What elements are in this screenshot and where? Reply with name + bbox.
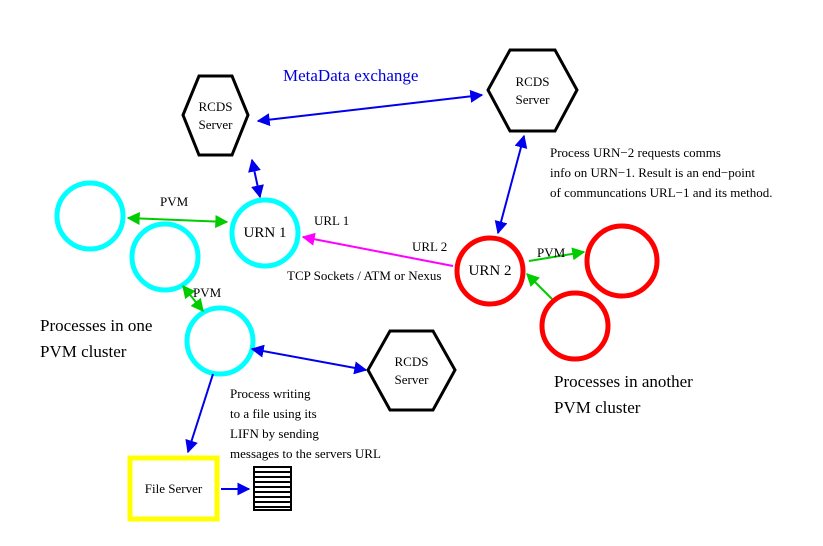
cluster-left-label: Processes in one PVM cluster — [40, 313, 152, 365]
arrow-pvm-right-out — [528, 247, 586, 262]
pvm-process-circle-left-1 — [54, 180, 126, 252]
pvm-process-circle-right-2 — [539, 290, 611, 362]
file-server-label: File Server — [144, 480, 203, 496]
comms-note-line1: Process URN−2 requests comms — [550, 145, 721, 160]
rcds-label-top-left: RCDS Server — [183, 76, 248, 155]
disk-icon — [253, 466, 292, 511]
comms-note-line3: of communcations URL−1 and its method. — [550, 185, 773, 200]
rcds-label-top-right-line2: Server — [515, 91, 550, 107]
rcds-label-top-left-line1: RCDS — [198, 98, 233, 114]
arrow-urn1-rcds — [248, 158, 264, 199]
cluster-right-label: Processes in another PVM cluster — [554, 369, 693, 421]
arrow-process-fileserver — [185, 373, 214, 454]
arrow-url-link-urn2-urn1 — [301, 232, 454, 267]
url1-label: URL 1 — [314, 213, 350, 228]
comms-note-line2: info on URN−1. Result is an end−point — [550, 165, 755, 180]
rcds-label-top-right: RCDS Server — [488, 50, 577, 131]
rcds-server-hex-bottom — [366, 329, 457, 412]
urn2-label: URN 2 — [468, 262, 512, 279]
urn1-node-circle — [229, 197, 301, 269]
file-write-note-line2: to a file using its — [230, 406, 317, 421]
arrow-pvm-right-in — [526, 273, 553, 300]
pvm-process-circle-left-3 — [184, 305, 256, 377]
arrow-pvm-mid — [182, 284, 204, 313]
comms-note: Process URN−2 requests comms info on URN… — [550, 143, 773, 203]
pvm-process-circle-left-2 — [129, 221, 201, 293]
file-write-note-line4: messages to the servers URL — [230, 446, 381, 461]
rcds-server-hex-top-right — [486, 48, 579, 133]
arrow-metadata-exchange — [256, 89, 484, 127]
file-server-box — [127, 455, 220, 522]
rcds-label-bottom-line2: Server — [394, 371, 429, 387]
diagram-title: MetaData exchange — [283, 66, 419, 85]
file-write-note-line3: LIFN by sending — [230, 426, 319, 441]
cluster-left-line2: PVM cluster — [40, 342, 127, 361]
rcds-label-bottom: RCDS Server — [368, 331, 455, 410]
rcds-server-hex-top-left — [181, 74, 250, 157]
arrow-process-rcds-bottom — [250, 344, 368, 375]
pvm-label-mid: PVM — [193, 285, 222, 300]
pvm-process-circle-right-1 — [584, 223, 660, 299]
arrow-pvm-left — [126, 211, 229, 229]
rcds-label-top-left-line2: Server — [198, 116, 233, 132]
rcds-label-top-right-line1: RCDS — [515, 73, 550, 89]
pvm-label-left: PVM — [160, 194, 189, 209]
rcds-label-bottom-line1: RCDS — [394, 353, 429, 369]
cluster-right-line1: Processes in another — [554, 372, 693, 391]
transport-label: TCP Sockets / ATM or Nexus — [287, 268, 442, 283]
pvm-label-right: PVM — [537, 245, 566, 260]
url2-label: URL 2 — [412, 239, 448, 254]
cluster-right-line2: PVM cluster — [554, 398, 641, 417]
file-write-note: Process writing to a file using its LIFN… — [230, 384, 381, 464]
file-write-note-line1: Process writing — [230, 386, 311, 401]
arrow-rcds-urn2 — [494, 134, 528, 235]
cluster-left-line1: Processes in one — [40, 316, 153, 335]
urn2-node-circle — [454, 235, 526, 307]
urn1-label: URN 1 — [243, 224, 287, 241]
